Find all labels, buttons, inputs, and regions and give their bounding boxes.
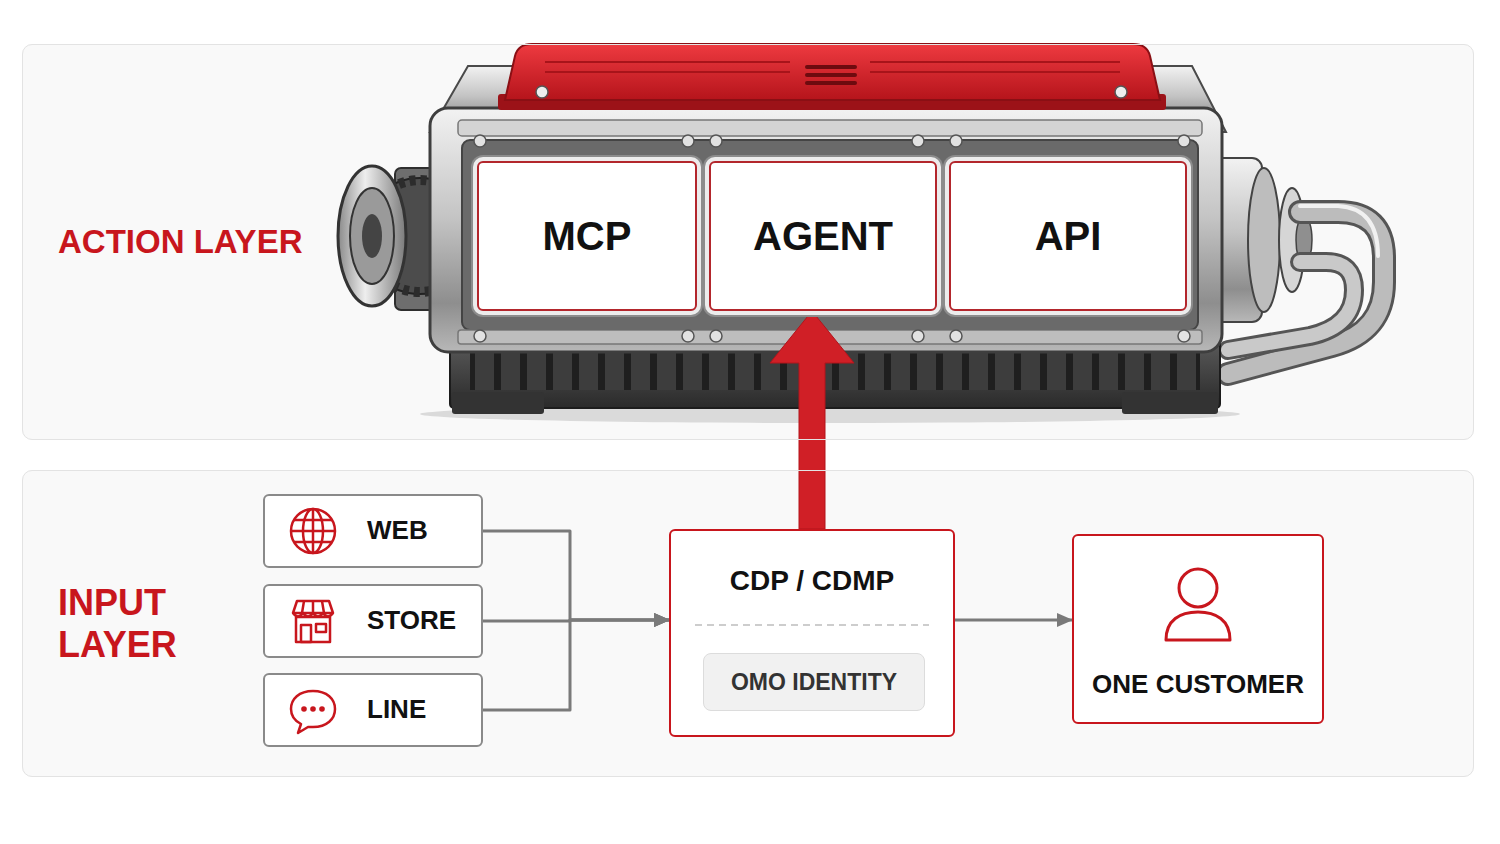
pulley-ring [350,188,394,284]
box-label: API [1035,213,1102,259]
globe-lines [291,509,335,553]
exhaust-pipe [1228,262,1354,350]
box-label: LINE [367,695,426,725]
bolt [710,330,722,342]
pulley [338,166,406,306]
bolt [1115,86,1127,98]
store-icon [285,593,341,649]
channel-box: LINE [263,673,483,747]
identity-pill: OMO IDENTITY [703,653,925,711]
bolt [1178,135,1190,147]
chat-bubble [291,691,335,733]
layer-panel: INPUT LAYER WEB STORE LINE CDP / CDMP OMO … [22,470,1474,777]
box-label: AGENT [753,213,893,259]
exhaust-pipe [1228,212,1384,374]
store-body [296,617,330,642]
bolt [682,135,694,147]
layer-panel-fill [22,44,1474,440]
layer-panel: ACTION LAYER MCP AGENT API [22,44,1474,440]
engine-illustration [338,44,1384,423]
person-head [1179,569,1217,607]
store-door [301,625,311,642]
store-icon [293,601,333,642]
customer-box: ONE CUSTOMER [1072,534,1324,724]
bolt-row [474,135,1190,342]
connector-arrow [955,619,1072,622]
engine-foot [1122,392,1218,414]
bolt [950,135,962,147]
globe-icon [285,503,341,559]
chat-dot [310,706,316,712]
store-stripes [302,601,324,613]
connector-arrow [483,620,669,710]
bolt [710,135,722,147]
cover-vent [805,81,857,85]
person-body [1166,612,1230,640]
box-label: ONE CUSTOMER [1092,670,1304,700]
channel-box: STORE [263,584,483,658]
pipe-highlight [1300,206,1378,256]
dashed-divider [695,623,929,627]
bolt [1178,330,1190,342]
pulley-hub [362,214,382,258]
box-label: OMO IDENTITY [731,669,897,695]
bolt [536,86,548,98]
chat-dot [319,706,325,712]
box-label: WEB [367,516,428,546]
engine-cover [505,44,1160,100]
exhaust-pipe [1228,212,1384,374]
chat-dot [301,706,307,712]
channel-box: WEB [263,494,483,568]
bolt [682,330,694,342]
connector-arrow [483,531,669,620]
engine-housing [430,108,1222,352]
engine-foot [452,392,544,414]
globe-outline [291,509,335,553]
dashed-divider [695,624,929,626]
chat-icon [285,683,341,739]
bolt [474,330,486,342]
platform-box: CDP / CDMP OMO IDENTITY [669,529,955,737]
engine-box: MCP [477,161,697,311]
box-label: MCP [543,213,632,259]
flow-arrow [770,311,854,529]
bolt [950,330,962,342]
engine-box: AGENT [709,161,937,311]
globe-icon [291,509,335,553]
exhaust-pipe [1228,262,1354,350]
cover-ribs [545,62,1120,72]
bolt [912,330,924,342]
store-window [316,624,326,632]
engine-rail [458,120,1202,136]
bolt [912,135,924,147]
person-icon [1153,558,1243,648]
layer-panel-fill [22,470,1474,777]
person-icon [1166,569,1230,640]
layer-title: ACTION LAYER [58,223,302,261]
engine-box: API [949,161,1187,311]
store-awning [293,601,333,613]
cover-vent [805,65,857,69]
box-label: CDP / CDMP [730,565,894,597]
bolt [474,135,486,147]
layer-title: INPUT LAYER [58,582,198,665]
cover-vent [805,73,857,77]
drum-disc [1248,168,1280,312]
box-label: STORE [367,606,456,636]
engine-recess [462,140,1198,330]
